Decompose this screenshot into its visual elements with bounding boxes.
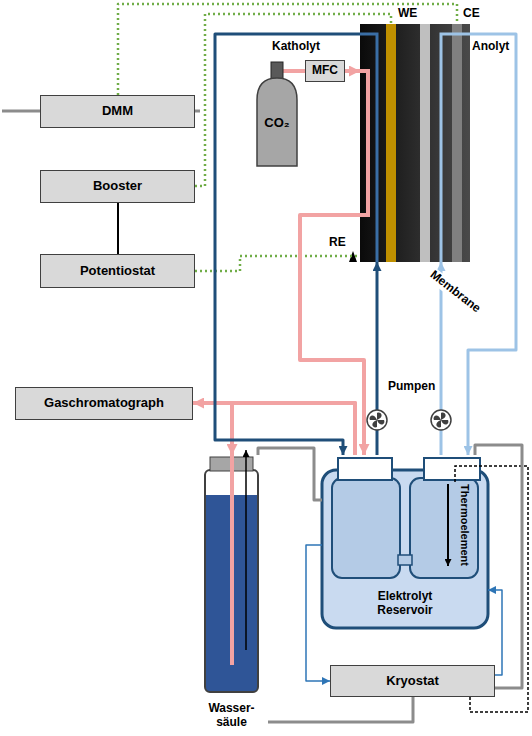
instrument-box: DMM (40, 95, 195, 128)
gas-channel (360, 71, 368, 215)
counter-electrode (452, 24, 462, 262)
flow-controller-box: MFC (305, 60, 345, 82)
pump-housing (367, 410, 387, 430)
membrane-strip (420, 24, 430, 262)
pump-symbol (367, 410, 387, 430)
gas-cylinder: CO₂ (255, 60, 299, 168)
pump-symbol (431, 410, 451, 430)
cylinder-body (257, 78, 297, 166)
flow-connector (306, 545, 330, 681)
electrolysis-cell: WECE (360, 24, 470, 262)
flow-connector (468, 34, 516, 455)
flow-connector (117, 203, 119, 254)
node-text: MFC (312, 64, 338, 78)
part-label: Pumpen (386, 380, 437, 394)
node-text: Elektrolyt Reservoir (363, 590, 447, 618)
catholyte-jar (332, 478, 400, 578)
jar-neck (338, 458, 392, 480)
instrument-box: Booster (40, 170, 195, 203)
node-text: Booster (93, 179, 142, 194)
node-text: Potentiostat (80, 264, 155, 279)
reservoir-jacket (322, 470, 488, 628)
node-text: CO₂ (264, 116, 289, 131)
flow-connector (195, 14, 391, 186)
vent-tube (245, 450, 247, 650)
stream-label: Anolyt (472, 40, 509, 54)
node-text: CE (463, 7, 480, 21)
catholyte-channel (360, 34, 377, 262)
node-text: Wasser- säule (201, 702, 263, 730)
gas-pipe (281, 69, 299, 73)
node-text: Gaschromatograph (44, 396, 164, 411)
flow-connector (195, 256, 360, 271)
flow-connector (215, 34, 360, 455)
flow-connector (258, 448, 322, 500)
instrument-box: Potentiostat (40, 254, 195, 288)
electrode-label: RE (329, 236, 346, 250)
anolyte-channel (441, 34, 470, 262)
stream-label: Katholyt (272, 40, 320, 54)
instrument-box: Kryostat (330, 665, 495, 697)
instrument-box: Gaschromatograph (15, 387, 193, 420)
jar-bridge (398, 555, 412, 565)
pump-blades (434, 413, 449, 428)
water-column: Wasser- säule (195, 455, 268, 732)
thermocouple-arrow (447, 484, 449, 566)
node-text: Kryostat (386, 674, 439, 689)
flow-connector (475, 445, 522, 688)
cylinder-outline (255, 60, 299, 168)
part-label: Thermoelement (459, 484, 472, 566)
flow-connector (488, 590, 502, 675)
part-label: Membrane (426, 267, 485, 317)
jar-neck (424, 458, 480, 480)
node-text: WE (398, 7, 417, 21)
pump-blades (370, 413, 385, 428)
cylinder-valve (271, 62, 283, 79)
flow-connector (345, 69, 360, 73)
cell-body (360, 24, 470, 262)
node-text: DMM (102, 104, 133, 119)
flow-connector (268, 697, 413, 722)
anolyte-jar (410, 478, 478, 578)
pump-housing (431, 410, 451, 430)
gas-tube (230, 455, 234, 665)
working-electrode (386, 24, 396, 262)
